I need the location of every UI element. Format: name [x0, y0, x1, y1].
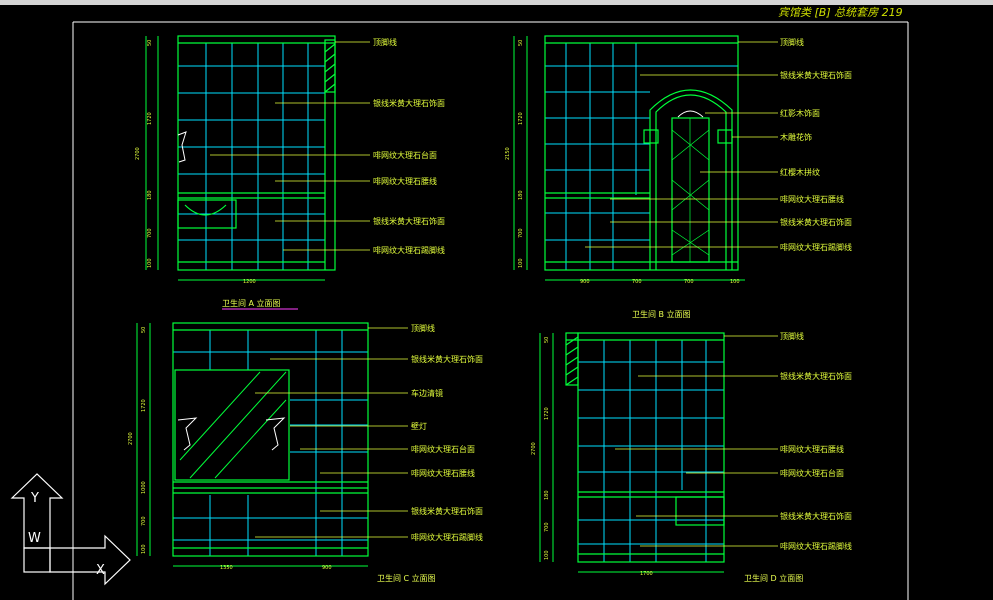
dim-a-v-4: 700: [147, 228, 153, 238]
dim-b-v-2: 2150: [505, 147, 511, 160]
dim-b-h-1: 700: [632, 279, 642, 285]
dimension-lines-a: [145, 36, 325, 281]
dim-a-v-2: 2700: [135, 147, 141, 160]
dim-c-v-5: 100: [141, 544, 147, 554]
label-b-4: 红樱木拼纹: [780, 167, 820, 177]
elevation-d: 50 1720 2700 180 700 100 1700 顶脚线 银线米黄大理…: [531, 331, 852, 583]
dim-d-v-4: 700: [544, 522, 550, 532]
dim-b-v-4: 700: [518, 228, 524, 238]
dim-c-v-1: 1720: [141, 399, 147, 412]
label-c-7: 啡网纹大理石踢脚线: [411, 532, 483, 542]
label-c-1: 银线米黄大理石饰面: [411, 354, 483, 364]
elevation-d-grid: [578, 340, 724, 562]
dim-c-v-2: 2700: [128, 432, 134, 445]
label-d-1: 银线米黄大理石饰面: [780, 371, 852, 381]
label-a-1: 银线米黄大理石饰面: [373, 98, 445, 108]
sheet-title: 宾馆类 [B] 总统套房 219: [778, 6, 903, 19]
elevation-a-grid: [178, 43, 325, 270]
dim-c-h-0: 1350: [220, 565, 233, 571]
dim-a-h-0: 1200: [243, 279, 256, 285]
ucs-axis-icon[interactable]: [10, 473, 131, 586]
label-b-1: 银线米黄大理石饰面: [780, 70, 852, 80]
dimension-lines-b: [513, 36, 745, 281]
dim-c-h-1: 900: [322, 565, 332, 571]
door-carving-b: [677, 110, 704, 118]
label-c-6: 银线米黄大理石饰面: [411, 506, 483, 516]
label-b-6: 银线米黄大理石饰面: [780, 217, 852, 227]
elevation-c-grid: [173, 330, 368, 556]
dim-b-h-3: 100: [730, 279, 740, 285]
label-c-2: 车边清镜: [411, 388, 443, 398]
door-pattern-b: [671, 118, 710, 262]
panel-c-title: 卫生间 C 立面图: [377, 573, 436, 583]
label-a-5: 啡网纹大理石踢脚线: [373, 245, 445, 255]
drawing-frame: [72, 21, 909, 600]
ucs-w-label: W: [28, 531, 41, 546]
panel-d-title: 卫生间 D 立面图: [744, 573, 803, 583]
elevation-b-grid: [545, 43, 738, 270]
dim-d-v-0: 50: [544, 337, 550, 343]
dim-b-v-0: 50: [518, 40, 524, 46]
label-b-2: 红影木饰面: [780, 108, 820, 118]
label-c-0: 顶脚线: [411, 323, 435, 333]
dim-b-v-1: 1720: [518, 112, 524, 125]
dim-b-h-0: 900: [580, 279, 590, 285]
label-b-7: 啡网纹大理石踢脚线: [780, 242, 852, 252]
ucs-x-label: X: [96, 563, 105, 578]
dim-c-v-4: 700: [141, 516, 147, 526]
dim-b-v-3: 180: [518, 190, 524, 200]
dim-d-v-5: 100: [544, 550, 550, 560]
elevation-c-outline: [172, 322, 369, 557]
dim-c-v-3: 1000: [141, 481, 147, 494]
dim-a-v-1: 1720: [147, 112, 153, 125]
dimension-lines-c: [136, 323, 368, 567]
dim-d-v-3: 180: [544, 490, 550, 500]
label-b-5: 啡网纹大理石腰线: [780, 194, 844, 204]
label-d-2: 啡网纹大理石腰线: [780, 444, 844, 454]
wall-lamps-c: [177, 417, 286, 451]
window-top-strip: [0, 0, 993, 5]
label-c-4: 啡网纹大理石台面: [411, 444, 475, 454]
elevation-a-outline: [177, 35, 336, 271]
leaders-b: [585, 41, 778, 248]
panel-b-title: 卫生间 B 立面图: [632, 309, 691, 319]
leaders-a: [210, 41, 370, 251]
label-a-0: 顶脚线: [373, 37, 397, 47]
label-a-4: 银线米黄大理石饰面: [373, 216, 445, 226]
dim-d-h-0: 1700: [640, 571, 653, 577]
elevation-c: 50 1720 2700 1000 700 100 1350 900 顶脚线 银…: [128, 322, 483, 583]
mirror-reflection-c: [179, 371, 287, 479]
elevation-b-outline: [544, 35, 739, 271]
label-d-5: 啡网纹大理石踢脚线: [780, 541, 852, 551]
dim-a-v-3: 180: [147, 190, 153, 200]
elevation-b: 50 1720 2150 180 700 100 900 700 700 100…: [505, 35, 852, 319]
dim-b-v-5: 100: [518, 258, 524, 268]
label-b-3: 木雕花饰: [780, 132, 812, 142]
dim-b-h-2: 700: [684, 279, 694, 285]
dim-a-v-0: 50: [147, 40, 153, 46]
ucs-y-label: Y: [30, 491, 39, 506]
elevation-a: 50 1720 2700 180 700 100 1200 顶脚线 银线米黄大理…: [135, 35, 445, 310]
label-d-0: 顶脚线: [780, 331, 804, 341]
label-c-5: 啡网纹大理石腰线: [411, 468, 475, 478]
label-a-2: 啡网纹大理石台面: [373, 150, 437, 160]
dim-d-v-2: 2700: [531, 442, 537, 455]
label-c-3: 壁灯: [411, 421, 427, 431]
panel-a-title: 卫生间 A 立面图: [222, 298, 281, 308]
faucet-a: [177, 131, 187, 163]
leaders-c: [255, 327, 408, 538]
dim-c-v-0: 50: [141, 327, 147, 333]
dimension-lines-d: [539, 333, 724, 573]
label-d-4: 银线米黄大理石饰面: [780, 511, 852, 521]
dim-a-v-5: 100: [147, 258, 153, 268]
label-b-0: 顶脚线: [780, 37, 804, 47]
dim-d-v-1: 1720: [544, 407, 550, 420]
leaders-d: [615, 335, 778, 547]
label-d-3: 啡网纹大理石台面: [780, 468, 844, 478]
label-a-3: 啡网纹大理石腰线: [373, 176, 437, 186]
elevation-d-outline: [565, 332, 725, 563]
